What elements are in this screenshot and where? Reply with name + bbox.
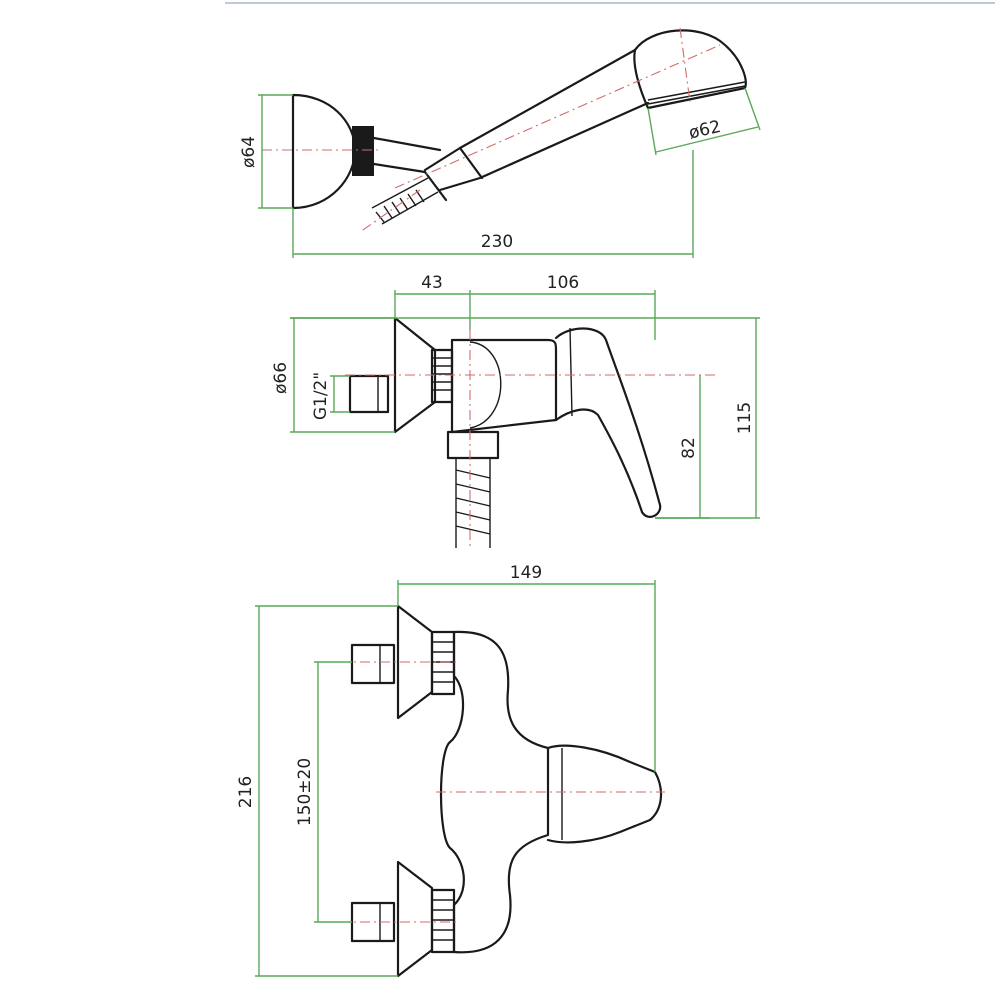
mixer-body xyxy=(450,338,558,434)
head-centerline xyxy=(679,27,691,103)
union-nut-knurl xyxy=(433,357,451,391)
outlet-nut xyxy=(446,430,500,460)
dim-height-line xyxy=(255,605,398,977)
dim-head-diameter: ø62 xyxy=(687,117,723,144)
dim-height: 216 xyxy=(236,776,256,808)
dim-total-height-line xyxy=(290,317,760,519)
lever-seam xyxy=(569,327,573,417)
dim-lever-reach: 106 xyxy=(547,273,579,293)
hose-centerline xyxy=(359,189,421,233)
side-view: 43 106 ø66 G1/2" 82 115 xyxy=(271,273,760,550)
mixer-body-curve xyxy=(469,341,502,429)
handle-ring xyxy=(423,146,484,202)
wall-holder-cup xyxy=(291,93,357,210)
holder-collar xyxy=(352,126,374,176)
lower-flange xyxy=(396,860,434,978)
handle-centerline xyxy=(394,44,721,189)
inlet-connector xyxy=(348,374,390,414)
dim-overall-length-line xyxy=(292,150,694,258)
dim-flange-diameter: ø66 xyxy=(271,362,291,394)
shower-handle xyxy=(423,48,650,192)
dim-thread: G1/2" xyxy=(311,372,331,420)
front-lever xyxy=(546,744,663,844)
shower-head xyxy=(633,29,747,110)
dim-top-line xyxy=(394,290,656,340)
dim-center-distance: 150±20 xyxy=(295,758,315,826)
upper-connector xyxy=(350,643,396,685)
dim-width: 149 xyxy=(510,563,542,583)
dim-holder-diameter: ø64 xyxy=(239,136,259,168)
dim-head-diameter-line xyxy=(647,87,761,156)
shower-face xyxy=(647,81,746,105)
outlet-hose xyxy=(455,458,491,548)
holder-arm xyxy=(372,136,442,174)
dim-total-height: 115 xyxy=(735,402,755,434)
dim-holder-diameter-line xyxy=(258,94,293,209)
dim-width-line xyxy=(397,580,656,772)
dim-overall-length: 230 xyxy=(481,232,513,252)
dim-center-distance-line xyxy=(314,661,352,923)
lower-union-knurl xyxy=(433,899,453,941)
dim-thread-line xyxy=(330,375,350,413)
dim-outlet-height: 82 xyxy=(679,437,699,459)
lever-handle xyxy=(554,327,662,518)
front-view: 149 216 150±20 xyxy=(236,563,665,978)
hand-shower-view: ø64 ø62 230 xyxy=(239,27,761,258)
dim-flange-offset: 43 xyxy=(421,273,443,293)
front-mixer-body xyxy=(439,630,550,954)
shower-hose xyxy=(371,177,439,225)
